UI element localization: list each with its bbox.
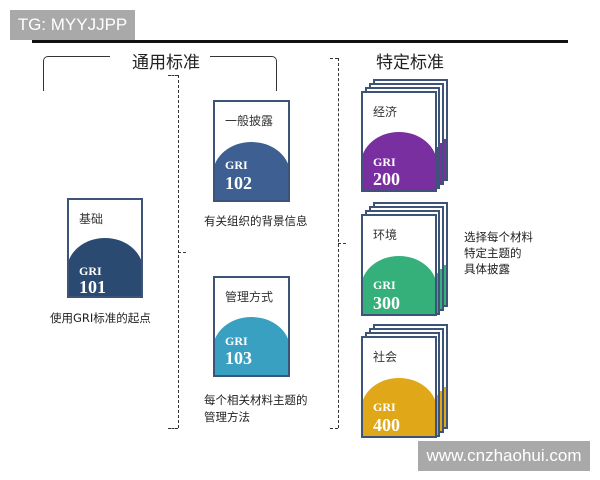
watermark-bottom-right: www.cnzhaohui.com bbox=[418, 441, 590, 471]
gri-number: 102 bbox=[225, 173, 252, 193]
card-title: 经济 bbox=[373, 105, 398, 119]
card-dome bbox=[215, 317, 288, 375]
gri-label: GRI bbox=[373, 278, 396, 292]
dashed-bracket-1-bottom bbox=[168, 428, 178, 429]
card-title: 社会 bbox=[373, 350, 398, 364]
gri-label: GRI bbox=[373, 155, 396, 169]
dashed-bracket-1-tick bbox=[178, 252, 186, 253]
card-dome bbox=[363, 132, 435, 190]
gri-number: 400 bbox=[373, 415, 400, 435]
top-divider bbox=[32, 40, 568, 43]
gri-number: 101 bbox=[79, 277, 106, 297]
caption-gri-103-line1: 每个相关材料主题的 bbox=[204, 393, 308, 407]
gri-number: 103 bbox=[225, 348, 252, 368]
dashed-bracket-1 bbox=[178, 75, 179, 428]
topic-caption-line1: 选择每个材料 bbox=[464, 230, 533, 244]
card-gri-102: 一般披露 GRI 102 bbox=[213, 100, 290, 202]
watermark-top-left: TG: MYYJJPP bbox=[10, 10, 135, 40]
caption-gri-101: 使用GRI标准的起点 bbox=[50, 311, 151, 325]
card-title: 环境 bbox=[373, 228, 398, 242]
card-gri-200: 经济 GRI 200 bbox=[361, 91, 437, 192]
card-dome bbox=[363, 256, 435, 314]
card-gri-103: 管理方式 GRI 103 bbox=[213, 276, 290, 377]
card-dome bbox=[69, 238, 141, 296]
card-title: 基础 bbox=[79, 212, 104, 226]
topic-caption-line3: 具体披露 bbox=[464, 262, 510, 276]
card-gri-300: 环境 GRI 300 bbox=[361, 214, 437, 316]
gri-number: 200 bbox=[373, 169, 400, 189]
caption-gri-103-line2: 管理方法 bbox=[204, 410, 250, 424]
dashed-bracket-2-top bbox=[330, 58, 338, 59]
heading-topic-standards: 特定标准 bbox=[376, 53, 444, 73]
caption-gri-102: 有关组织的背景信息 bbox=[204, 214, 308, 228]
topic-caption-line2: 特定主题的 bbox=[464, 246, 522, 260]
dashed-bracket-2-tick bbox=[338, 243, 346, 244]
gri-label: GRI bbox=[373, 400, 396, 414]
card-gri-101: 基础 GRI 101 bbox=[67, 198, 143, 298]
card-dome bbox=[363, 378, 435, 436]
gri-label: GRI bbox=[225, 334, 248, 348]
dashed-bracket-1-top bbox=[168, 75, 178, 76]
card-dome bbox=[215, 142, 288, 200]
card-title: 管理方式 bbox=[225, 290, 274, 304]
gri-label: GRI bbox=[225, 158, 248, 172]
card-title: 一般披露 bbox=[225, 114, 274, 128]
heading-universal-standards: 通用标准 bbox=[132, 53, 200, 73]
gri-number: 300 bbox=[373, 293, 400, 313]
bracket-gap bbox=[110, 52, 210, 58]
card-gri-400: 社会 GRI 400 bbox=[361, 336, 437, 438]
dashed-bracket-2-bottom bbox=[330, 428, 338, 429]
gri-label: GRI bbox=[79, 264, 102, 278]
